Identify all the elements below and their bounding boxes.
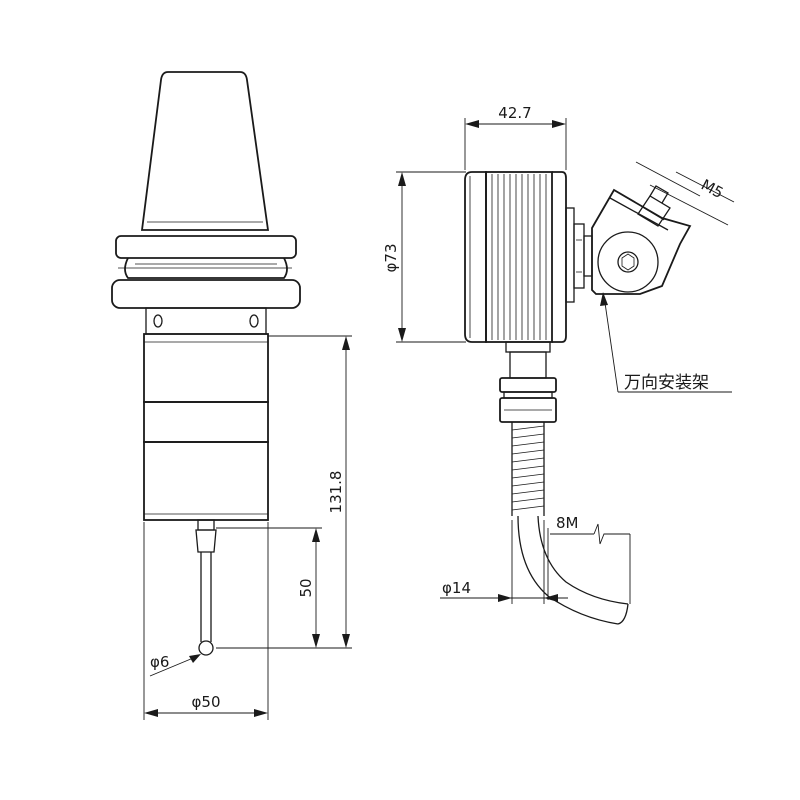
universal-mount — [591, 185, 692, 295]
label-131-8: 131.8 — [327, 471, 345, 514]
spindle-probe-view: 131.8 50 φ6 φ50 — [111, 71, 352, 720]
label-8m: 8M — [556, 514, 579, 532]
screw-hole-right — [249, 314, 259, 328]
ribbed-body — [485, 171, 567, 343]
side-probe-view: M5 万向安装架 — [382, 104, 735, 625]
neck — [145, 307, 267, 335]
dimension-m5: M5 — [635, 161, 735, 226]
cable — [517, 515, 629, 625]
mount-plate — [565, 207, 593, 303]
label-dia-6: φ6 — [150, 653, 169, 671]
screw-hole-left — [153, 314, 163, 328]
label-dia-50: φ50 — [192, 693, 221, 711]
stylus-ball — [198, 640, 214, 656]
mount-label-leader: 万向安装架 — [600, 292, 732, 393]
dimension-dia-50: φ50 — [143, 522, 269, 720]
flange — [111, 235, 301, 309]
probe-cap — [464, 171, 487, 343]
dimension-dia-14: φ14 — [440, 520, 568, 604]
label-mount: 万向安装架 — [624, 373, 709, 393]
dimension-dia-6: φ6 — [149, 653, 201, 677]
dimension-50-length: 50 — [216, 527, 322, 648]
label-42-7: 42.7 — [498, 104, 531, 122]
bolt-head — [617, 251, 639, 273]
dimension-dia-73: φ73 — [382, 171, 466, 343]
cable-connector — [499, 341, 557, 423]
label-50: 50 — [297, 578, 315, 597]
stylus — [195, 519, 217, 656]
dimension-131-8: 131.8 — [216, 335, 352, 649]
m5-screw — [637, 185, 671, 227]
label-dia-73: φ73 — [382, 244, 400, 273]
dimension-8m: 8M — [547, 514, 631, 604]
corrugated-hose — [511, 422, 545, 516]
dimension-42-7: 42.7 — [464, 104, 567, 170]
probe-body — [143, 333, 269, 521]
taper-cone — [140, 71, 270, 231]
label-m5: M5 — [698, 176, 726, 202]
label-dia-14: φ14 — [442, 579, 471, 597]
